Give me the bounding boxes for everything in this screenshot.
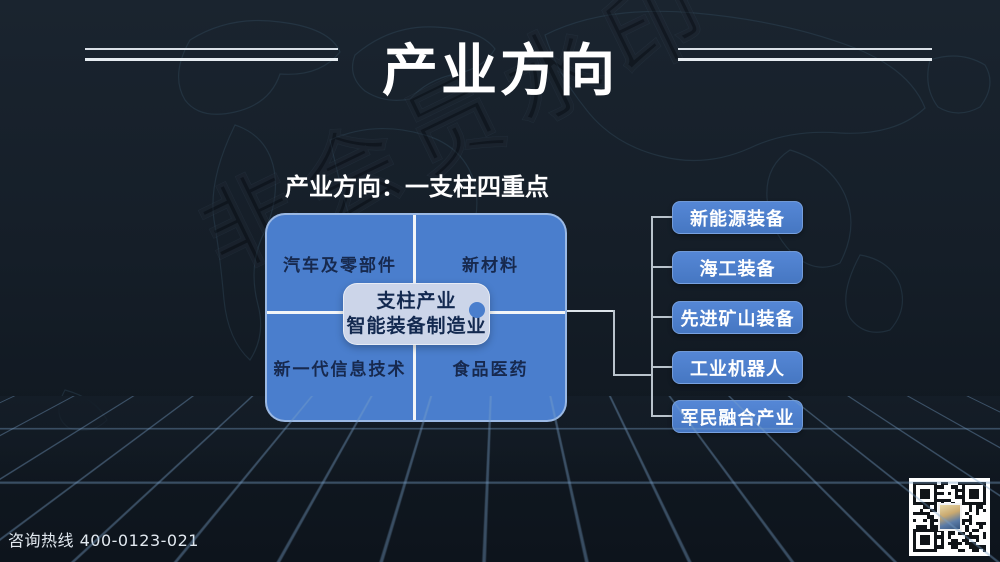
branch-item-new-energy: 新能源装备 — [672, 201, 803, 234]
underline-thin — [85, 48, 338, 50]
subtitle-value: 一支柱四重点 — [405, 173, 549, 201]
qr-code — [909, 478, 990, 556]
title-underline-left — [85, 48, 338, 61]
pillar-quadrant-box: 汽车及零部件 新材料 新一代信息技术 食品医药 — [265, 213, 567, 422]
connector-stub — [651, 266, 673, 268]
quadrant-next-gen-it: 新一代信息技术 — [267, 314, 413, 420]
underline-thin — [678, 48, 932, 50]
connector-stub — [651, 316, 673, 318]
branch-item-mining: 先进矿山装备 — [672, 301, 803, 334]
pillar-center-line1: 支柱产业 — [376, 289, 457, 312]
hotline-text: 咨询热线 400-0123-021 — [8, 531, 199, 550]
title-underline-right — [678, 48, 932, 61]
floor-grid-fade — [0, 396, 1000, 562]
connector-stub — [651, 216, 673, 218]
connector-stub — [651, 415, 673, 417]
quadrant-food-medicine: 食品医药 — [416, 314, 565, 420]
subtitle-label: 产业方向： — [285, 173, 405, 201]
underline-thick — [678, 58, 932, 61]
connector-vertical-jog — [613, 310, 615, 376]
subtitle: 产业方向：一支柱四重点 — [285, 167, 549, 202]
page-title: 产业方向 — [382, 39, 618, 104]
underline-thick — [85, 58, 338, 61]
connector-from-pillar — [567, 310, 615, 312]
pillar-center-card: 支柱产业 智能装备制造业 — [343, 283, 490, 345]
quadrant-auto-parts: 汽车及零部件 — [267, 215, 413, 311]
quadrant-label: 新材料 — [462, 255, 519, 276]
quadrant-new-materials: 新材料 — [416, 215, 565, 311]
quadrant-label: 新一代信息技术 — [273, 359, 407, 380]
branch-item-robots: 工业机器人 — [672, 351, 803, 384]
qr-center-logo — [937, 503, 962, 531]
qr-pattern — [913, 482, 986, 552]
pillar-connector-dot — [469, 302, 485, 318]
connector-stub — [651, 366, 673, 368]
quadrant-label: 食品医药 — [452, 359, 529, 380]
branch-item-marine: 海工装备 — [672, 251, 803, 284]
connector-horizontal-jog — [613, 374, 653, 376]
quadrant-label: 汽车及零部件 — [283, 255, 397, 276]
branch-item-military-civil: 军民融合产业 — [672, 400, 803, 433]
floor-grid — [0, 396, 1000, 562]
pillar-center-line2: 智能装备制造业 — [346, 314, 487, 337]
